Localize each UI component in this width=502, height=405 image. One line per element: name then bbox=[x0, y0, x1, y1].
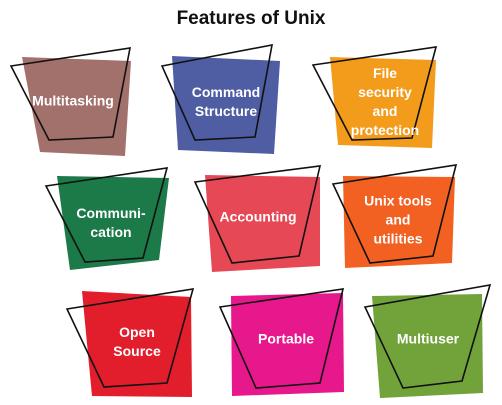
card-fill bbox=[231, 293, 344, 396]
feature-card-multitasking: Multitasking bbox=[9, 47, 131, 156]
card-label: utilities bbox=[373, 231, 422, 247]
card-outline bbox=[331, 164, 458, 264]
card-outline bbox=[9, 47, 131, 141]
card-label: Accounting bbox=[220, 209, 297, 225]
feature-card-portable: Portable bbox=[218, 288, 345, 396]
card-outline bbox=[311, 46, 438, 141]
card-fill bbox=[57, 176, 169, 270]
feature-card-file-security: File security and protection bbox=[311, 46, 438, 148]
card-label: Unix tools bbox=[364, 193, 432, 209]
card-fill bbox=[172, 56, 280, 154]
card-label: File bbox=[373, 65, 397, 81]
card-label: cation bbox=[90, 224, 131, 240]
page-title: Features of Unix bbox=[176, 8, 326, 29]
card-label: Structure bbox=[195, 103, 257, 119]
feature-card-unix-tools: Unix tools and utilities bbox=[331, 164, 458, 268]
card-label: security bbox=[358, 84, 412, 100]
card-fill bbox=[22, 57, 131, 156]
card-fill bbox=[330, 57, 436, 148]
card-label: and bbox=[373, 103, 398, 119]
card-outline bbox=[218, 288, 345, 389]
card-outline bbox=[363, 283, 492, 389]
card-fill bbox=[343, 176, 455, 268]
card-label: protection bbox=[351, 122, 419, 138]
card-label: Communi- bbox=[76, 205, 146, 221]
card-outline bbox=[65, 288, 195, 388]
card-label: Source bbox=[113, 343, 161, 359]
card-fill bbox=[205, 175, 320, 272]
card-fill bbox=[372, 294, 483, 398]
feature-card-accounting: Accounting bbox=[193, 165, 322, 272]
feature-card-communication: Communi-cation bbox=[44, 167, 169, 270]
card-fill bbox=[82, 291, 192, 397]
card-outline bbox=[44, 167, 169, 263]
card-label: and bbox=[386, 212, 411, 228]
card-label: Command bbox=[192, 84, 260, 100]
card-label: Portable bbox=[258, 331, 314, 347]
card-outline bbox=[160, 43, 273, 141]
feature-card-multiuser: Multiuser bbox=[363, 283, 492, 398]
card-outline bbox=[193, 165, 322, 264]
card-label: Multiuser bbox=[397, 331, 460, 347]
card-label: Open bbox=[119, 324, 155, 340]
card-label: Multitasking bbox=[32, 93, 114, 109]
